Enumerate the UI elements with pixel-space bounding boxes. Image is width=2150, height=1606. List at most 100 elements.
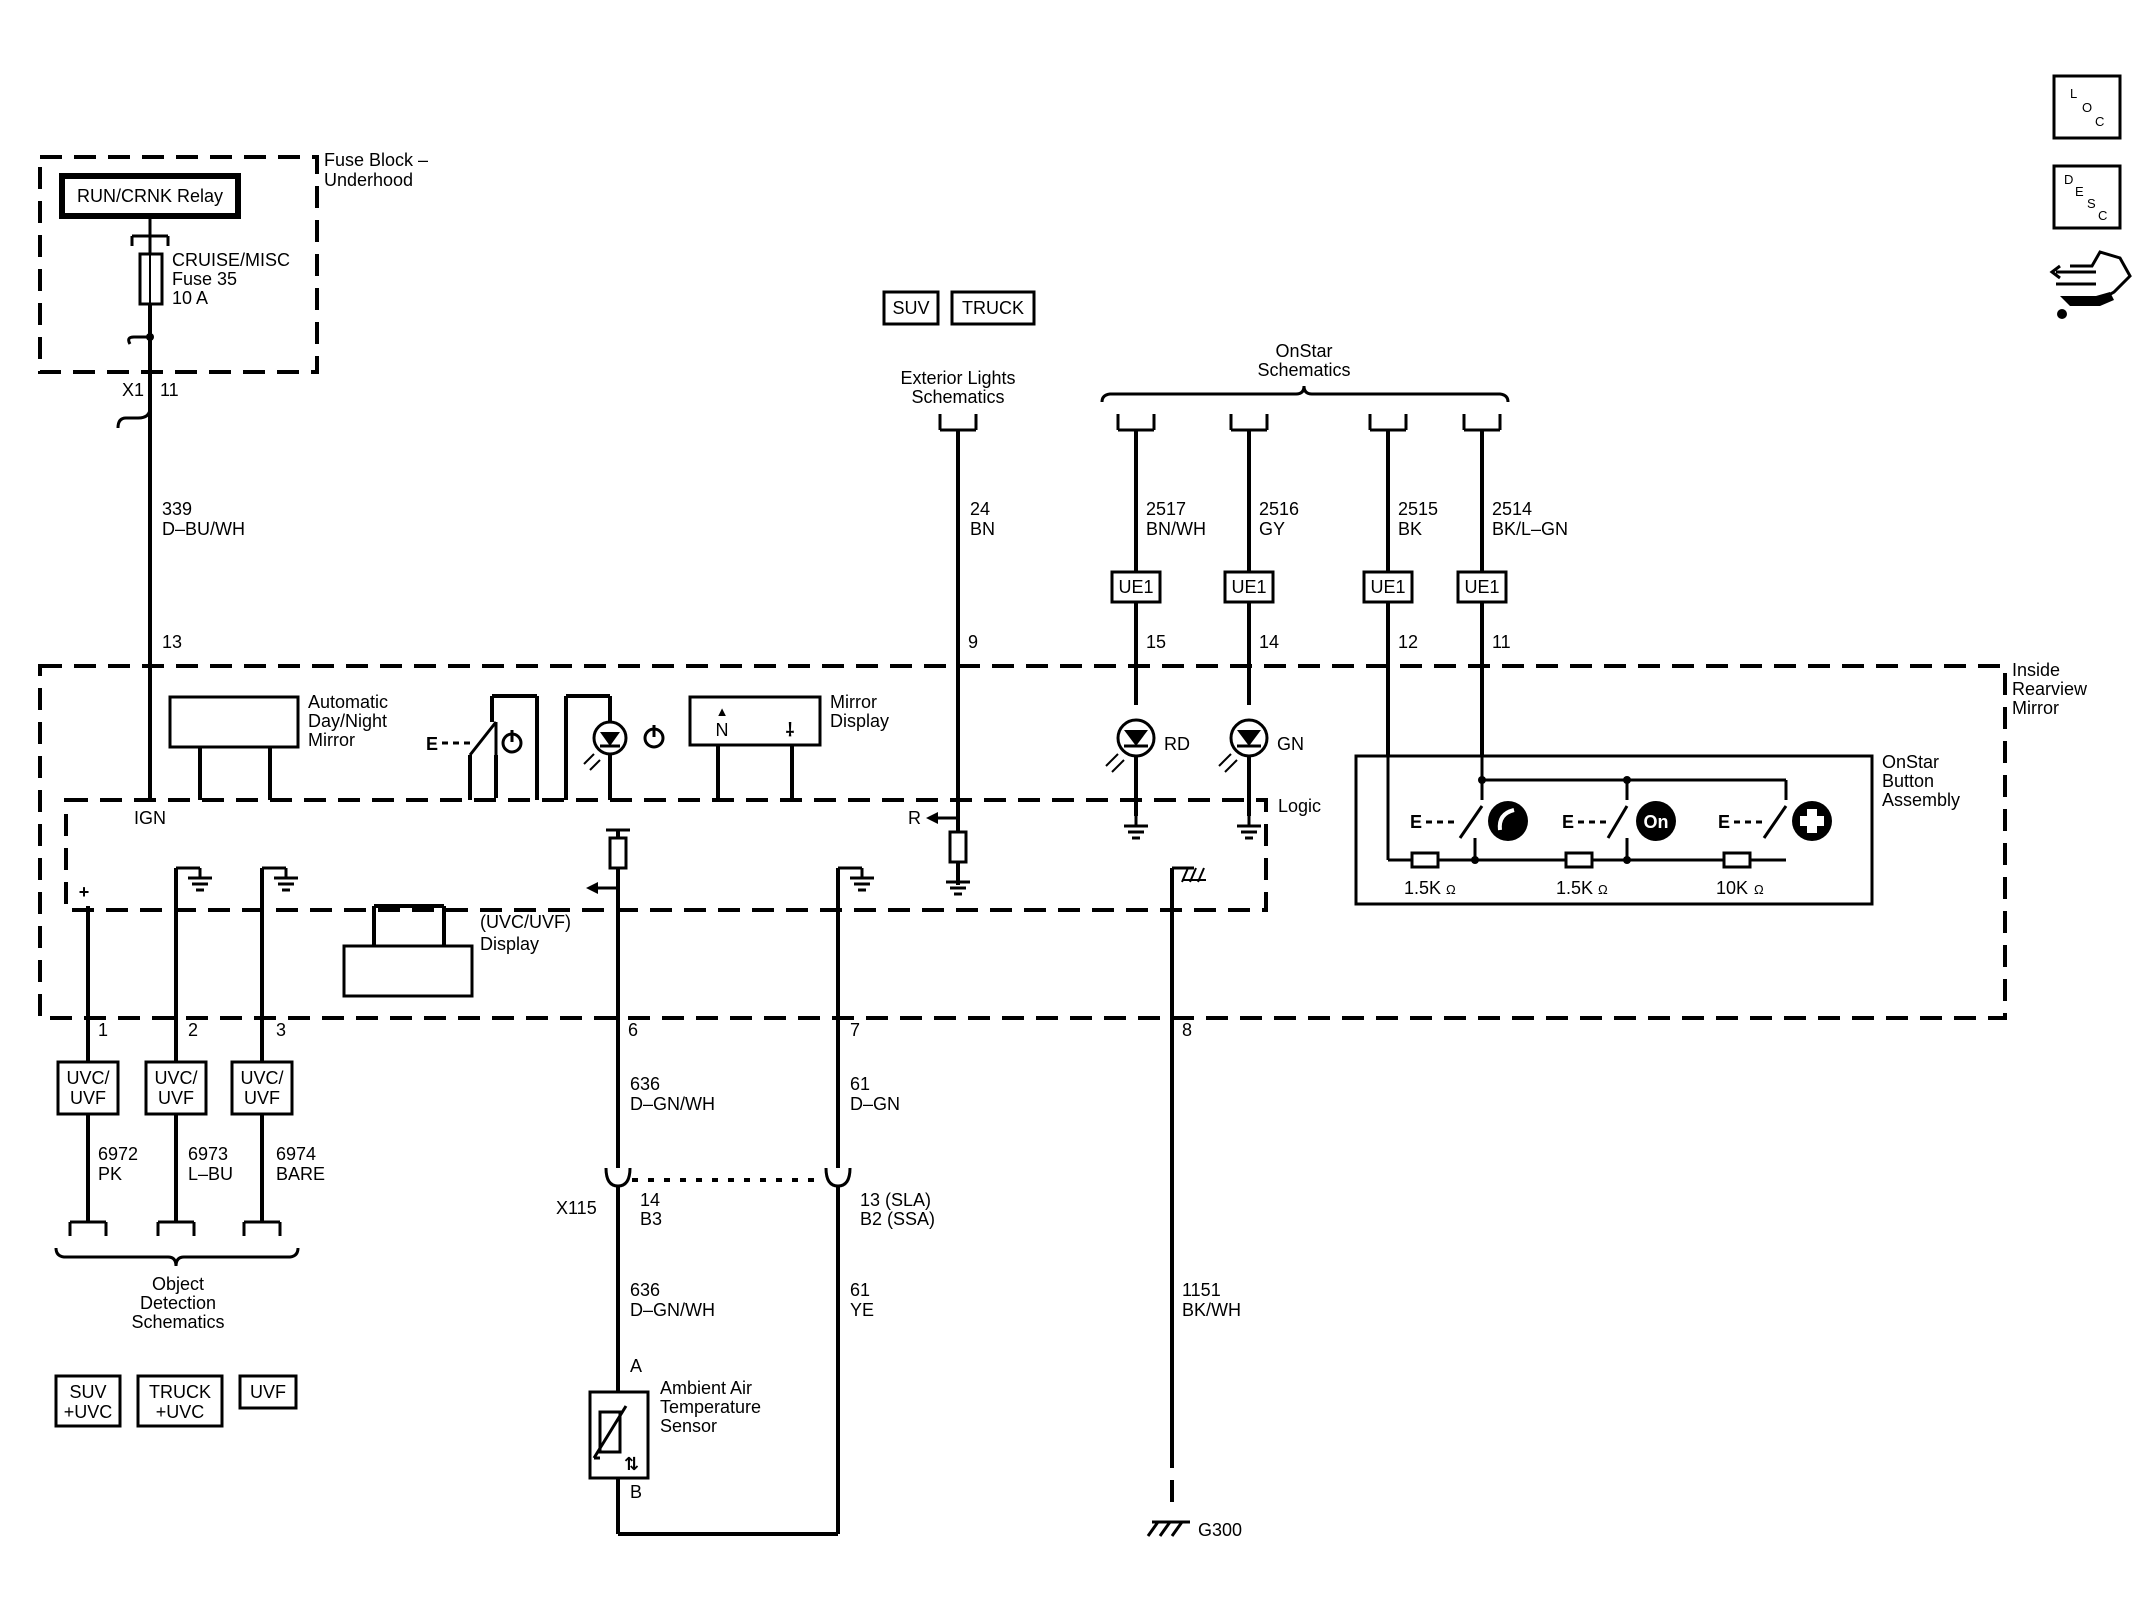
option-box-ue1: UE1: [1456, 570, 1508, 604]
svg-text:Schematics: Schematics: [131, 1312, 224, 1332]
svg-text:E: E: [2075, 184, 2084, 199]
svg-text:2: 2: [188, 1020, 198, 1040]
badge-truck-uvc: TRUCK +UVC: [136, 1374, 224, 1428]
up-down-arrow-icon: ⇅: [624, 1454, 639, 1474]
description-icon[interactable]: D E S C: [2052, 164, 2122, 230]
svg-text:12: 12: [1398, 632, 1418, 652]
option-box-uvc-uvf: UVC/ UVF: [56, 1060, 120, 1116]
svg-text:GY: GY: [1259, 519, 1285, 539]
svg-text:636: 636: [630, 1280, 660, 1300]
svg-text:Logic: Logic: [1278, 796, 1321, 816]
svg-text:Ambient Air: Ambient Air: [660, 1378, 752, 1398]
svg-text:O: O: [2082, 100, 2092, 115]
svg-text:Rearview: Rearview: [2012, 679, 2088, 699]
svg-text:1.5K: 1.5K: [1404, 878, 1441, 898]
svg-text:G300: G300: [1198, 1520, 1242, 1540]
svg-text:1151: 1151: [1182, 1280, 1221, 1300]
svg-text:X1: X1: [122, 380, 144, 400]
svg-text:D–BU/WH: D–BU/WH: [162, 519, 245, 539]
svg-text:2516: 2516: [1259, 499, 1299, 519]
svg-text:7: 7: [850, 1020, 860, 1040]
svg-text:▲: ▲: [716, 704, 729, 719]
svg-text:Ω: Ω: [1446, 882, 1456, 897]
svg-text:X115: X115: [556, 1198, 597, 1218]
location-icon[interactable]: L O C: [2052, 74, 2122, 140]
svg-text:6974: 6974: [276, 1144, 316, 1164]
svg-text:TRUCK: TRUCK: [962, 298, 1024, 318]
svg-text:BK/L–GN: BK/L–GN: [1492, 519, 1568, 539]
mirror-display: ▲ N ⸸ Mirror Display: [688, 692, 889, 800]
svg-text:SUV: SUV: [69, 1382, 106, 1402]
svg-text:339: 339: [162, 499, 192, 519]
uvc-uvf-display: (UVC/UVF) Display: [342, 904, 571, 998]
svg-text:YE: YE: [850, 1300, 874, 1320]
svg-text:UE1: UE1: [1118, 577, 1153, 597]
svg-text:GN: GN: [1277, 734, 1304, 754]
svg-text:SUV: SUV: [892, 298, 929, 318]
svg-text:B2 (SSA): B2 (SSA): [860, 1209, 935, 1229]
svg-text:Display: Display: [480, 934, 539, 954]
svg-text:UE1: UE1: [1231, 577, 1266, 597]
option-box-ue1: UE1: [1223, 570, 1275, 604]
badge-uvf: UVF: [238, 1374, 298, 1410]
svg-text:UVC/: UVC/: [66, 1068, 109, 1088]
svg-text:13 (SLA): 13 (SLA): [860, 1190, 931, 1210]
svg-text:Detection: Detection: [140, 1293, 216, 1313]
svg-text:CRUISE/MISC: CRUISE/MISC: [172, 250, 290, 270]
svg-text:2514: 2514: [1492, 499, 1532, 519]
svg-text:Object: Object: [152, 1274, 204, 1294]
svg-text:D–GN/WH: D–GN/WH: [630, 1300, 715, 1320]
svg-text:RD: RD: [1164, 734, 1190, 754]
svg-text:BK/WH: BK/WH: [1182, 1300, 1241, 1320]
svg-text:B3: B3: [640, 1209, 662, 1229]
svg-text:RUN/CRNK Relay: RUN/CRNK Relay: [77, 186, 223, 206]
svg-text:6972: 6972: [98, 1144, 138, 1164]
svg-text:OnStar: OnStar: [1275, 341, 1332, 361]
svg-text:11: 11: [1492, 632, 1511, 652]
svg-text:Fuse 35: Fuse 35: [172, 269, 237, 289]
svg-text:E: E: [426, 734, 438, 754]
logic-module: [64, 798, 1268, 912]
connector-x115: X115 14 B3 13 (SLA) B2 (SSA): [556, 1167, 935, 1229]
svg-text:Inside: Inside: [2012, 660, 2060, 680]
svg-text:BARE: BARE: [276, 1164, 325, 1184]
svg-text:UVF: UVF: [70, 1088, 106, 1108]
option-box-uvc-uvf: UVC/ UVF: [230, 1060, 294, 1116]
svg-text:UVF: UVF: [250, 1382, 286, 1402]
svg-text:2517: 2517: [1146, 499, 1186, 519]
svg-text:Schematics: Schematics: [1257, 360, 1350, 380]
connector-repair-icon[interactable]: [2049, 250, 2132, 319]
svg-text:R: R: [908, 808, 921, 828]
svg-text:14: 14: [1259, 632, 1279, 652]
svg-text:61: 61: [850, 1074, 870, 1094]
svg-text:1: 1: [98, 1020, 108, 1040]
svg-text:Sensor: Sensor: [660, 1416, 717, 1436]
svg-text:Schematics: Schematics: [911, 387, 1004, 407]
svg-text:9: 9: [968, 632, 978, 652]
svg-text:+: +: [79, 882, 90, 902]
svg-text:6973: 6973: [188, 1144, 228, 1164]
onstar-button-assembly: OnStar Button Assembly E 1.5K Ω E On 1.5…: [1354, 752, 1960, 906]
svg-text:Mirror: Mirror: [2012, 698, 2059, 718]
onstar-bracket: [1100, 385, 1510, 403]
svg-text:N: N: [716, 720, 729, 740]
svg-text:BN/WH: BN/WH: [1146, 519, 1206, 539]
option-box-uvc-uvf: UVC/ UVF: [144, 1060, 208, 1116]
svg-text:BN: BN: [970, 519, 995, 539]
phone-icon: [1488, 801, 1528, 841]
svg-text:2515: 2515: [1398, 499, 1438, 519]
svg-text:8: 8: [1182, 1020, 1192, 1040]
svg-text:15: 15: [1146, 632, 1166, 652]
thermometer-icon: ⸸: [786, 720, 795, 740]
svg-text:E: E: [1718, 812, 1730, 832]
exterior-lights-connector: [938, 412, 978, 432]
svg-text:UE1: UE1: [1464, 577, 1499, 597]
badge-truck: TRUCK: [950, 290, 1036, 326]
badge-suv-uvc: SUV +UVC: [54, 1374, 122, 1428]
onstar-logo-icon: [1636, 801, 1676, 841]
svg-text:6: 6: [628, 1020, 638, 1040]
svg-text:61: 61: [850, 1280, 870, 1300]
svg-text:S: S: [2087, 196, 2096, 211]
svg-text:Fuse Block –: Fuse Block –: [324, 150, 428, 170]
